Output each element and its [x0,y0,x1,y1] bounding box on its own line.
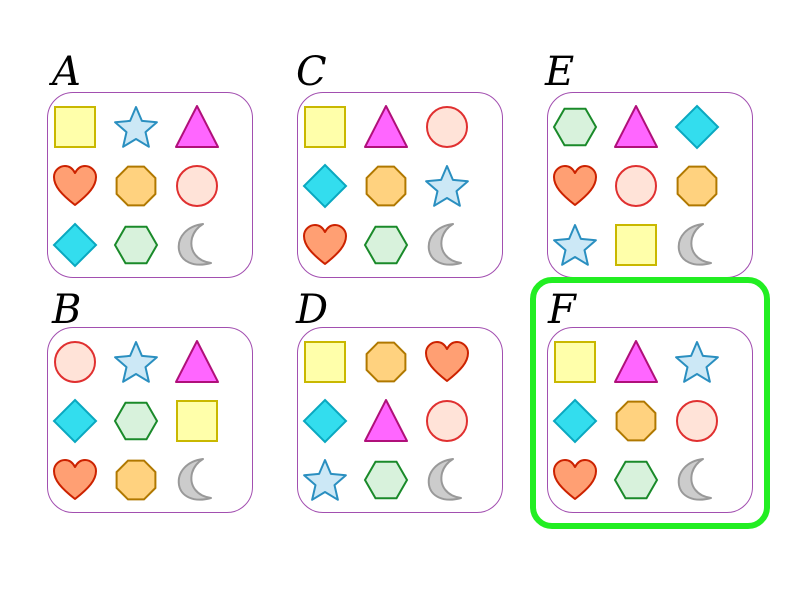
triangle-icon [612,103,660,151]
star-icon [301,456,349,504]
star-icon [112,103,160,151]
panel-c[interactable] [297,92,503,278]
star-icon [112,338,160,386]
circle-icon [423,397,471,445]
square-icon [173,397,221,445]
square-icon [551,338,599,386]
triangle-icon [612,338,660,386]
circle-icon [423,103,471,151]
heart-icon [51,162,99,210]
panel-label-d: D [296,287,329,333]
star-icon [423,162,471,210]
octagon-icon [362,162,410,210]
square-icon [301,103,349,151]
panel-label-e: E [545,49,575,95]
diamond-icon [51,397,99,445]
moon-icon [173,456,221,504]
octagon-icon [112,456,160,504]
hexagon-icon [112,221,160,269]
diamond-icon [673,103,721,151]
panel-label-a: A [52,49,81,95]
octagon-icon [673,162,721,210]
moon-icon [423,456,471,504]
star-icon [673,338,721,386]
panel-label-b: B [52,287,82,333]
triangle-icon [362,397,410,445]
moon-icon [673,456,721,504]
panel-b[interactable] [47,327,253,513]
triangle-icon [173,338,221,386]
star-icon [551,221,599,269]
heart-icon [423,338,471,386]
diamond-icon [301,397,349,445]
hexagon-icon [362,456,410,504]
diamond-icon [551,397,599,445]
hexagon-icon [612,456,660,504]
hexagon-icon [551,103,599,151]
heart-icon [51,456,99,504]
moon-icon [673,221,721,269]
diamond-icon [301,162,349,210]
circle-icon [673,397,721,445]
diamond-icon [51,221,99,269]
moon-icon [173,221,221,269]
heart-icon [551,456,599,504]
square-icon [612,221,660,269]
octagon-icon [362,338,410,386]
panel-label-c: C [296,49,327,95]
circle-icon [51,338,99,386]
heart-icon [301,221,349,269]
square-icon [51,103,99,151]
circle-icon [173,162,221,210]
panel-e[interactable] [547,92,753,278]
octagon-icon [112,162,160,210]
hexagon-icon [362,221,410,269]
triangle-icon [362,103,410,151]
panel-f[interactable] [547,327,753,513]
panel-d[interactable] [297,327,503,513]
triangle-icon [173,103,221,151]
square-icon [301,338,349,386]
octagon-icon [612,397,660,445]
hexagon-icon [112,397,160,445]
panel-label-f: F [548,287,576,333]
panel-a[interactable] [47,92,253,278]
heart-icon [551,162,599,210]
moon-icon [423,221,471,269]
circle-icon [612,162,660,210]
